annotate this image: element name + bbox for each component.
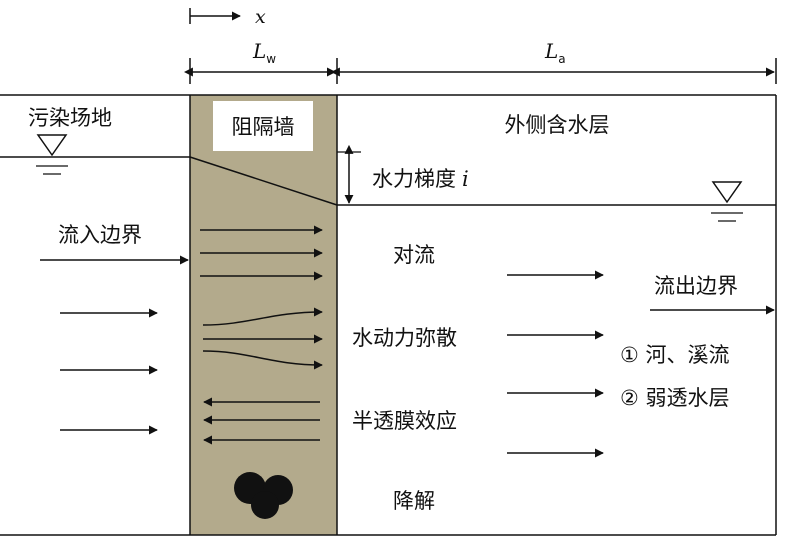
degradation-particles-icon	[234, 472, 293, 519]
barrier-wall-label: 阻隔墙	[232, 115, 295, 139]
x-axis-label: x	[255, 6, 266, 28]
hydrodynamic-dispersion-label: 水动力弥散	[352, 326, 457, 350]
barrier-wall-body	[190, 95, 337, 535]
inflow-boundary-label: 流入边界	[58, 223, 142, 247]
semipermeable-membrane-effect-label: 半透膜效应	[352, 409, 457, 433]
water-table-through-wall	[189, 156, 338, 206]
degradation-label: 降解	[393, 489, 435, 513]
outer-aquifer-label: 外侧含水层	[505, 113, 610, 137]
advection-label: 对流	[393, 243, 435, 267]
dispersion-arrow-3	[202, 350, 323, 370]
dispersion-arrow-1	[202, 307, 323, 326]
outflow-boundary-label: 流出边界	[654, 274, 738, 298]
barrier-wall-label-box	[213, 101, 313, 151]
outflow-option-aquitard: ② 弱透水层	[620, 386, 730, 410]
lw-dimension-label: Lw	[252, 39, 276, 66]
water-table-marker-right-icon	[711, 181, 743, 222]
outflow-option-river: ① 河、溪流	[620, 343, 730, 367]
water-table-marker-left-icon	[36, 134, 68, 175]
la-dimension-label: La	[544, 39, 566, 66]
polluted-site-label: 污染场地	[28, 106, 112, 130]
